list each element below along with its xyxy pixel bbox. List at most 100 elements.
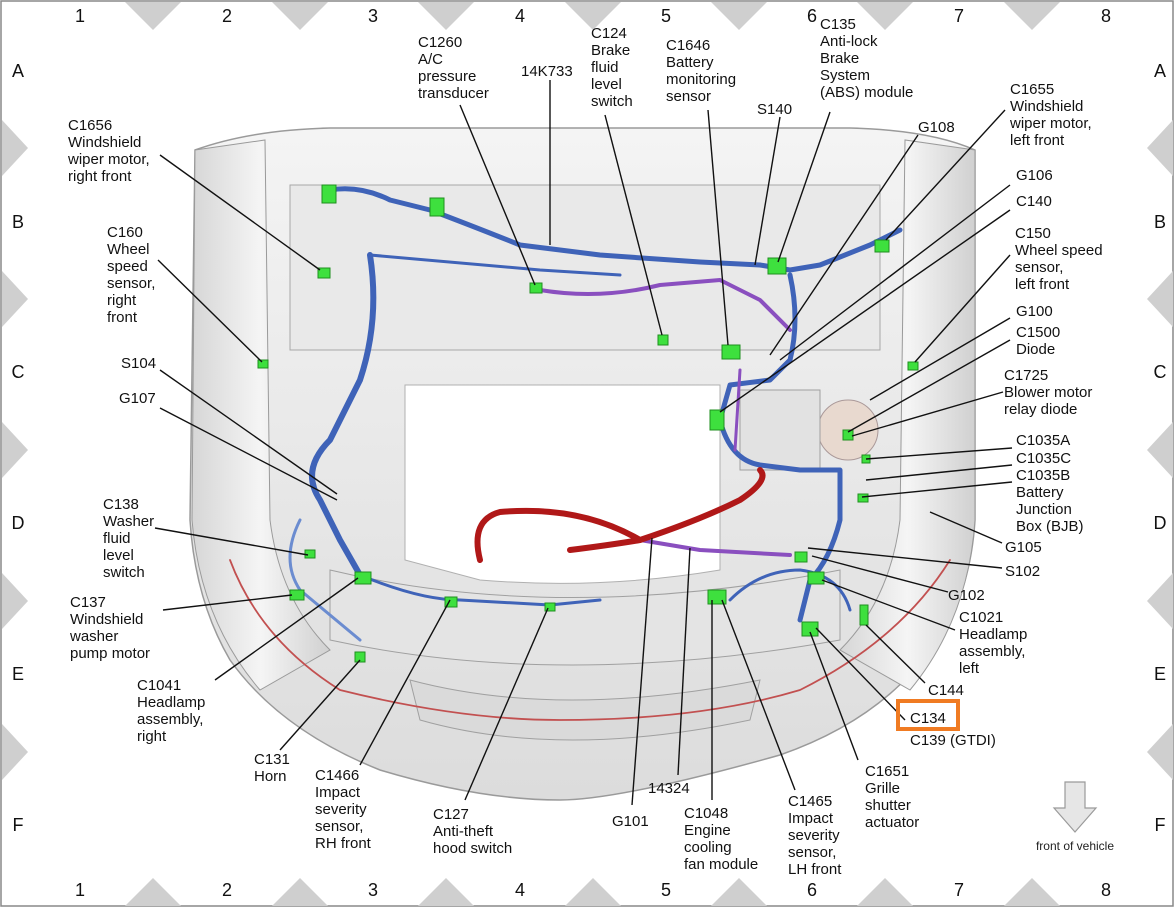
harness-blue-right-bottom <box>728 568 852 612</box>
grid-marker-top-0 <box>125 2 181 30</box>
harness-blue-cowl-branch <box>368 253 622 277</box>
grid-row-labels-left: A B C D E F <box>12 61 25 835</box>
label-c124-line-1: Brake <box>591 42 630 59</box>
label-c144-line-0: C144 <box>928 682 964 699</box>
label-c1041-line-2: assembly, <box>137 711 203 728</box>
label-c1465-line-4: LH front <box>788 861 842 878</box>
grid-marker-top-3 <box>565 2 621 30</box>
connector-c140 <box>709 409 725 431</box>
label-c1260-line-3: transducer <box>418 85 489 102</box>
grid-col-8-bottom: 8 <box>1101 880 1111 900</box>
down-arrow-icon <box>1052 781 1098 833</box>
connector-c144 <box>859 604 869 626</box>
label-c1035b-line-0: C1035B <box>1016 467 1070 484</box>
label-s104-line-0: S104 <box>121 355 156 372</box>
grid-row-a-left: A <box>12 61 24 81</box>
connector-c1466 <box>444 596 458 608</box>
label-c131-line-1: Horn <box>254 768 287 785</box>
grid-row-a-right: A <box>1154 61 1166 81</box>
label-c137-line-2: washer <box>69 628 118 645</box>
grid-col-3-top: 3 <box>368 6 378 26</box>
label-c1048-line-0: C1048 <box>684 805 728 822</box>
harness-purple-lower <box>638 538 792 557</box>
label-g108-line-0: G108 <box>918 119 955 136</box>
label-c1655-line-2: wiper motor, <box>1009 115 1092 132</box>
label-c1035b-line-1: Battery <box>1016 484 1064 501</box>
grid-col-7-top: 7 <box>954 6 964 26</box>
connector-c1021 <box>807 571 825 585</box>
label-c1041-line-0: C1041 <box>137 677 181 694</box>
connector-c135 <box>767 257 787 275</box>
label-c150-line-1: Wheel speed <box>1015 242 1103 259</box>
grid-col-8-top: 8 <box>1101 6 1111 26</box>
label-c1655-line-3: left front <box>1010 132 1065 149</box>
grid-marker-right-1 <box>1147 271 1173 327</box>
grid-marker-left-4 <box>2 724 28 780</box>
label-g106-line-0: G106 <box>1016 167 1053 184</box>
label-c1500-line-1: Diode <box>1016 341 1055 358</box>
label-c150-line-0: C150 <box>1015 225 1051 242</box>
label-c134: C134 <box>910 710 946 727</box>
label-c138-line-2: fluid <box>103 530 131 547</box>
connector-c1260 <box>529 282 543 294</box>
label-c1656-line-2: wiper motor, <box>67 151 150 168</box>
label-k14324: 14324 <box>648 780 690 797</box>
label-c1021-line-2: assembly, <box>959 643 1025 660</box>
label-c160-line-1: Wheel <box>107 241 150 258</box>
grid-marker-right-4 <box>1147 724 1173 780</box>
label-s102: S102 <box>1005 563 1040 580</box>
label-c138-line-4: switch <box>103 564 145 581</box>
harness-blue-front <box>358 573 602 607</box>
label-c160-line-2: speed <box>107 258 148 275</box>
label-c1466-line-1: Impact <box>315 784 361 801</box>
label-c1260-line-0: C1260 <box>418 34 462 51</box>
grid-marker-bottom-3 <box>565 878 621 906</box>
grid-marker-right-3 <box>1147 573 1173 629</box>
label-g105: G105 <box>1005 539 1042 556</box>
label-c137-line-0: C137 <box>70 594 106 611</box>
label-g102-line-0: G102 <box>948 587 985 604</box>
label-k14324-line-0: 14324 <box>648 780 690 797</box>
label-g106: G106 <box>1016 167 1053 184</box>
grid-marker-top-6 <box>1004 2 1060 30</box>
label-c140: C140 <box>1016 193 1052 210</box>
label-c1260-line-1: A/C <box>418 51 443 68</box>
grid-marker-bottom-1 <box>272 878 328 906</box>
label-c1466-line-0: C1466 <box>315 767 359 784</box>
harness-blue-upper <box>327 186 903 273</box>
label-c135-line-4: (ABS) module <box>820 84 913 101</box>
label-c138-line-1: Washer <box>103 513 154 530</box>
label-c1646-line-1: Battery <box>666 54 714 71</box>
connector-cowl-left <box>321 184 337 204</box>
label-c1048-line-2: cooling <box>684 839 732 856</box>
label-c135-line-0: C135 <box>820 16 856 33</box>
label-c137-line-1: Windshield <box>70 611 143 628</box>
label-c150-line-2: sensor, <box>1015 259 1063 276</box>
grid-marker-bottom-6 <box>1004 878 1060 906</box>
label-c1656-line-3: right front <box>68 168 132 185</box>
grid-marker-right-2 <box>1147 422 1173 478</box>
grid-marker-bottom-5 <box>857 878 913 906</box>
label-c160-line-4: right <box>107 292 137 309</box>
left-fender <box>191 139 331 691</box>
connector-c124 <box>657 334 669 346</box>
connector-c1646 <box>721 344 741 360</box>
label-c1035c-line-0: C1035C <box>1016 450 1071 467</box>
label-g102: G102 <box>948 587 985 604</box>
grid-marker-top-1 <box>272 2 328 30</box>
label-c135-line-3: System <box>820 67 870 84</box>
label-c124-line-4: switch <box>591 93 633 110</box>
cowl-panel <box>289 184 881 351</box>
connector-c1035b <box>857 493 869 503</box>
leader-lines <box>154 80 1013 806</box>
front-of-vehicle-label: front of vehicle <box>1036 839 1114 853</box>
front-of-vehicle-indicator: front of vehicle <box>1036 781 1114 853</box>
label-c1466-line-4: RH front <box>315 835 372 852</box>
label-c1646-line-2: monitoring <box>666 71 736 88</box>
